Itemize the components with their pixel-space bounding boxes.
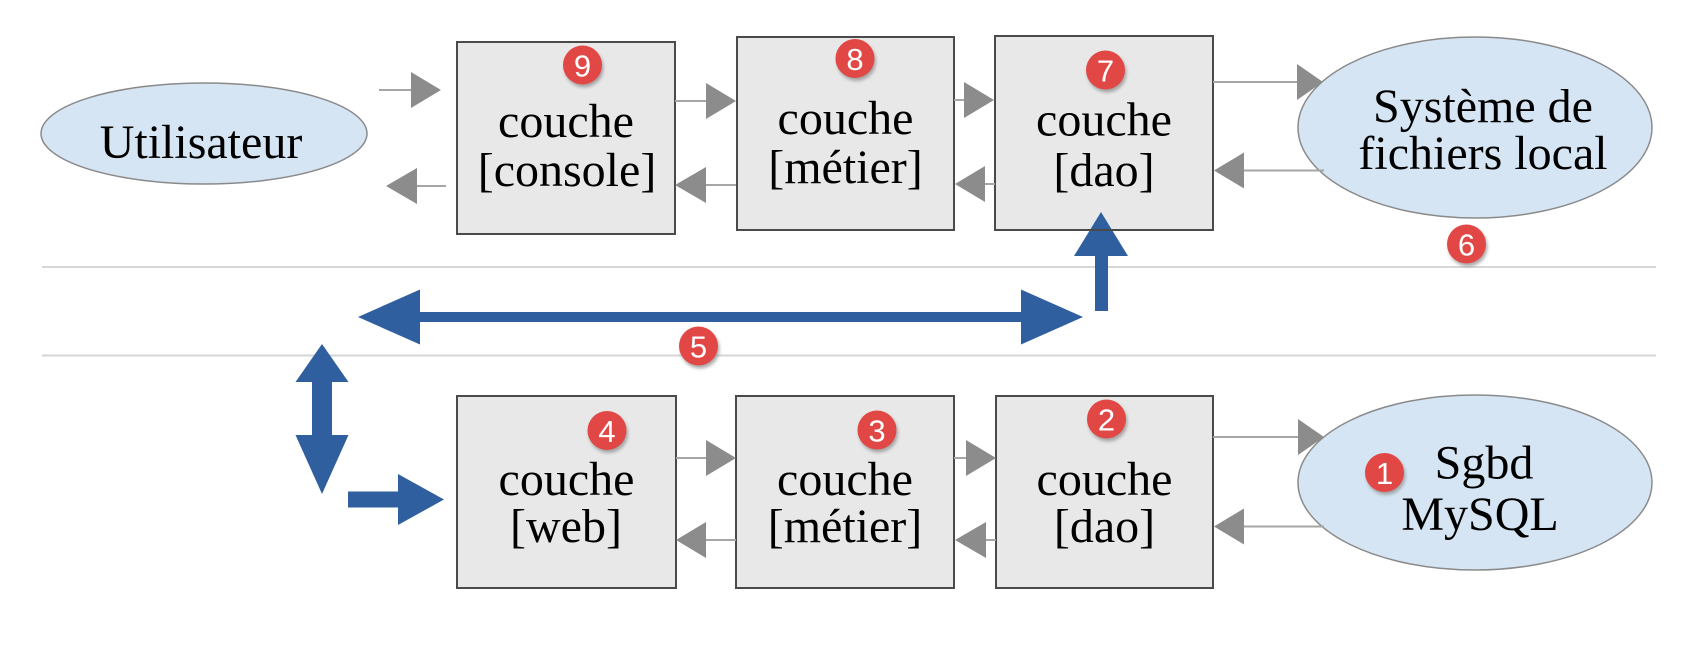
svg-text:couche: couche (1036, 94, 1172, 147)
svg-text:MySQL: MySQL (1401, 488, 1558, 541)
svg-text:[métier]: [métier] (768, 500, 923, 553)
svg-text:Système de: Système de (1373, 80, 1593, 133)
svg-text:couche: couche (498, 95, 634, 148)
svg-text:fichiers local: fichiers local (1358, 127, 1607, 180)
svg-text:4: 4 (598, 414, 615, 449)
svg-text:Sgbd: Sgbd (1435, 437, 1534, 490)
svg-text:2: 2 (1098, 403, 1115, 438)
svg-text:5: 5 (690, 330, 707, 365)
svg-text:[dao]: [dao] (1053, 144, 1154, 197)
svg-text:7: 7 (1097, 54, 1114, 89)
svg-text:8: 8 (846, 42, 863, 77)
svg-text:3: 3 (868, 414, 885, 449)
svg-text:couche: couche (778, 92, 914, 145)
svg-text:[métier]: [métier] (768, 141, 923, 194)
svg-text:[console]: [console] (478, 144, 657, 197)
svg-text:6: 6 (1458, 228, 1475, 263)
svg-text:9: 9 (574, 49, 591, 84)
svg-text:couche: couche (1037, 453, 1173, 506)
svg-text:couche: couche (777, 453, 913, 506)
svg-text:1: 1 (1376, 456, 1393, 491)
svg-text:[dao]: [dao] (1054, 500, 1155, 553)
svg-text:couche: couche (499, 453, 635, 506)
svg-text:[web]: [web] (510, 500, 622, 553)
svg-text:Utilisateur: Utilisateur (100, 116, 303, 169)
